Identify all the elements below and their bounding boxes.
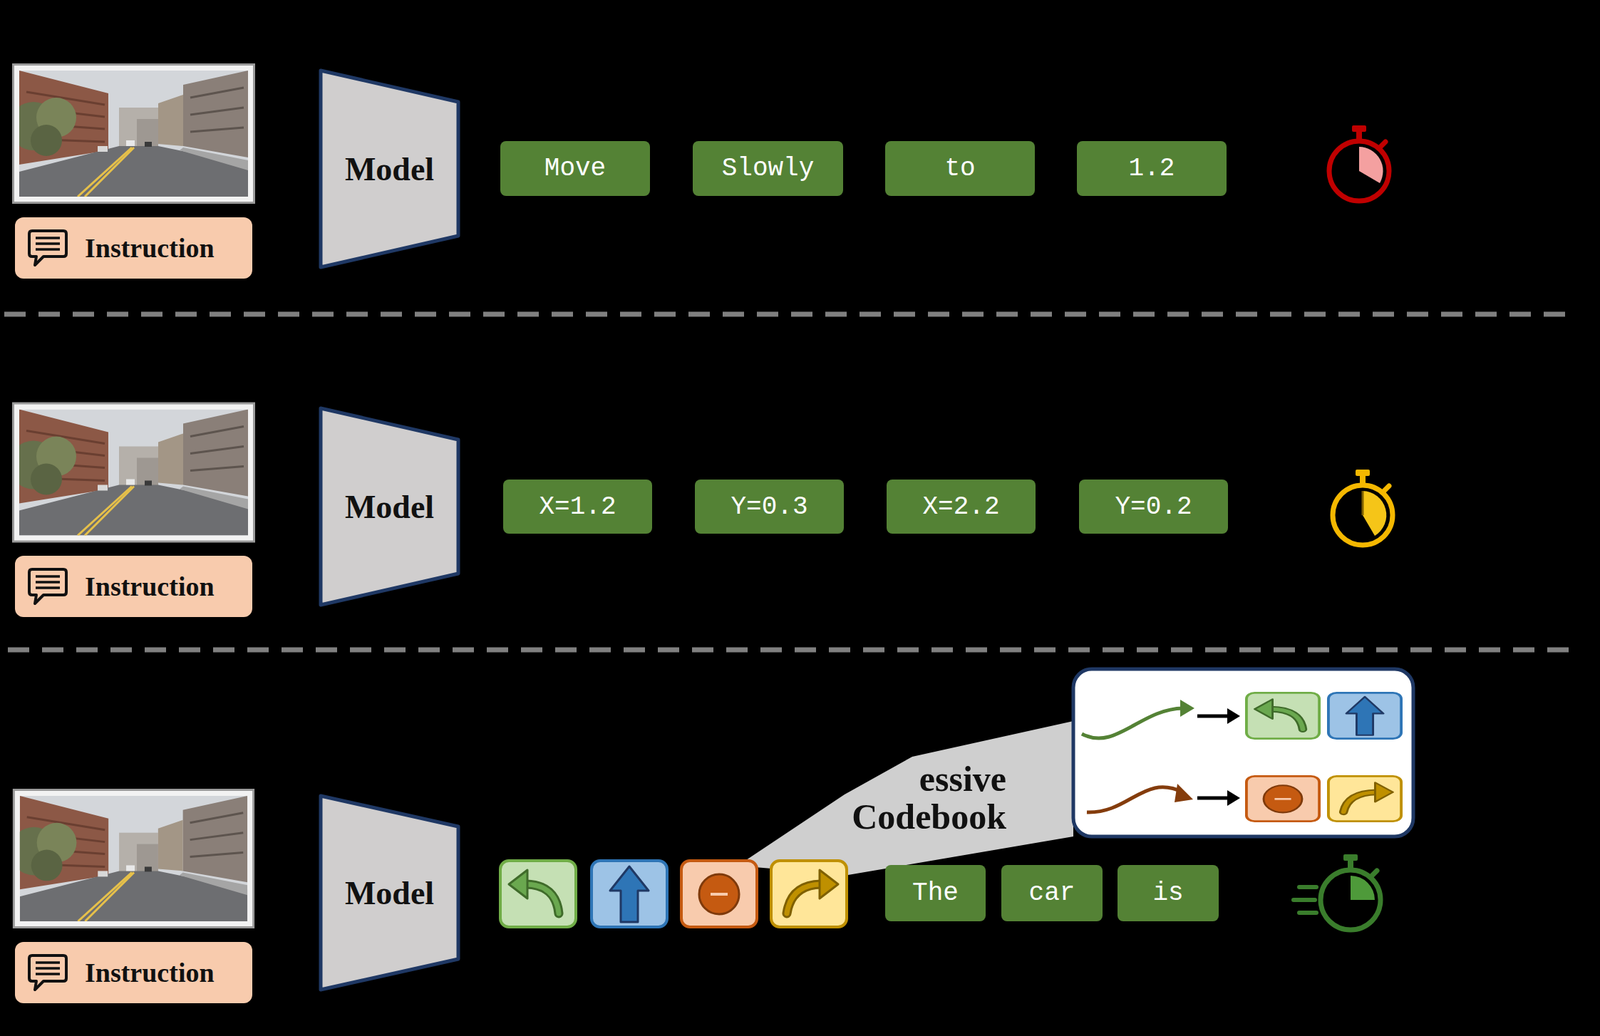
chat-icon	[26, 565, 70, 608]
output-token: Slowly	[692, 141, 844, 196]
output-token: The	[885, 865, 986, 922]
model-trapezoid: Model	[318, 68, 461, 270]
instruction-box: Instruction	[14, 555, 253, 618]
fast-timer	[1293, 854, 1381, 931]
separator-line	[7, 647, 1576, 653]
slow-timer	[1329, 125, 1390, 201]
output-token: 1.2	[1076, 141, 1227, 196]
output-token: Y=0.2	[1079, 479, 1228, 534]
token-text: The	[912, 878, 959, 908]
street-photo	[9, 64, 255, 204]
token-text: X=2.2	[922, 492, 1000, 522]
street-photo	[9, 789, 254, 928]
chat-icon	[26, 226, 70, 270]
token-text: Move	[544, 153, 606, 184]
medium-timer	[1332, 469, 1393, 546]
codebook-label: essive Codebook	[826, 760, 1007, 836]
output-token: X=2.2	[886, 479, 1036, 534]
instruction-text: Instruction	[84, 957, 215, 989]
output-token: Move	[500, 141, 650, 196]
separator-line	[4, 312, 1569, 318]
output-token: car	[1001, 865, 1103, 922]
model-trapezoid: Model	[318, 793, 461, 993]
token-text: Y=0.2	[1114, 492, 1192, 522]
model-label: Model	[344, 150, 435, 189]
token-text: to	[944, 153, 975, 184]
output-token: is	[1117, 865, 1219, 922]
token-text: car	[1029, 878, 1076, 908]
straight-token	[591, 860, 668, 928]
stop-token	[681, 860, 757, 928]
model-label: Model	[344, 488, 435, 526]
turn-right-token	[771, 860, 847, 928]
token-text: is	[1152, 878, 1184, 908]
model-trapezoid: Model	[318, 406, 461, 608]
model-label: Model	[344, 874, 435, 913]
token-text: X=1.2	[538, 492, 616, 522]
zoom-cone	[737, 721, 1074, 876]
output-token: X=1.2	[503, 479, 653, 534]
street-photo	[9, 403, 255, 542]
output-token: to	[885, 141, 1035, 196]
token-text: 1.2	[1128, 153, 1176, 184]
output-token: Y=0.3	[694, 479, 844, 534]
chat-icon	[26, 951, 70, 995]
turn-left-token	[500, 860, 576, 928]
instruction-box: Instruction	[14, 217, 253, 279]
codebook-callout	[1073, 669, 1414, 837]
instruction-text: Instruction	[84, 570, 215, 603]
token-text: Y=0.3	[730, 492, 808, 522]
token-text: Slowly	[721, 153, 815, 184]
instruction-text: Instruction	[84, 232, 215, 264]
instruction-box: Instruction	[14, 942, 253, 1004]
